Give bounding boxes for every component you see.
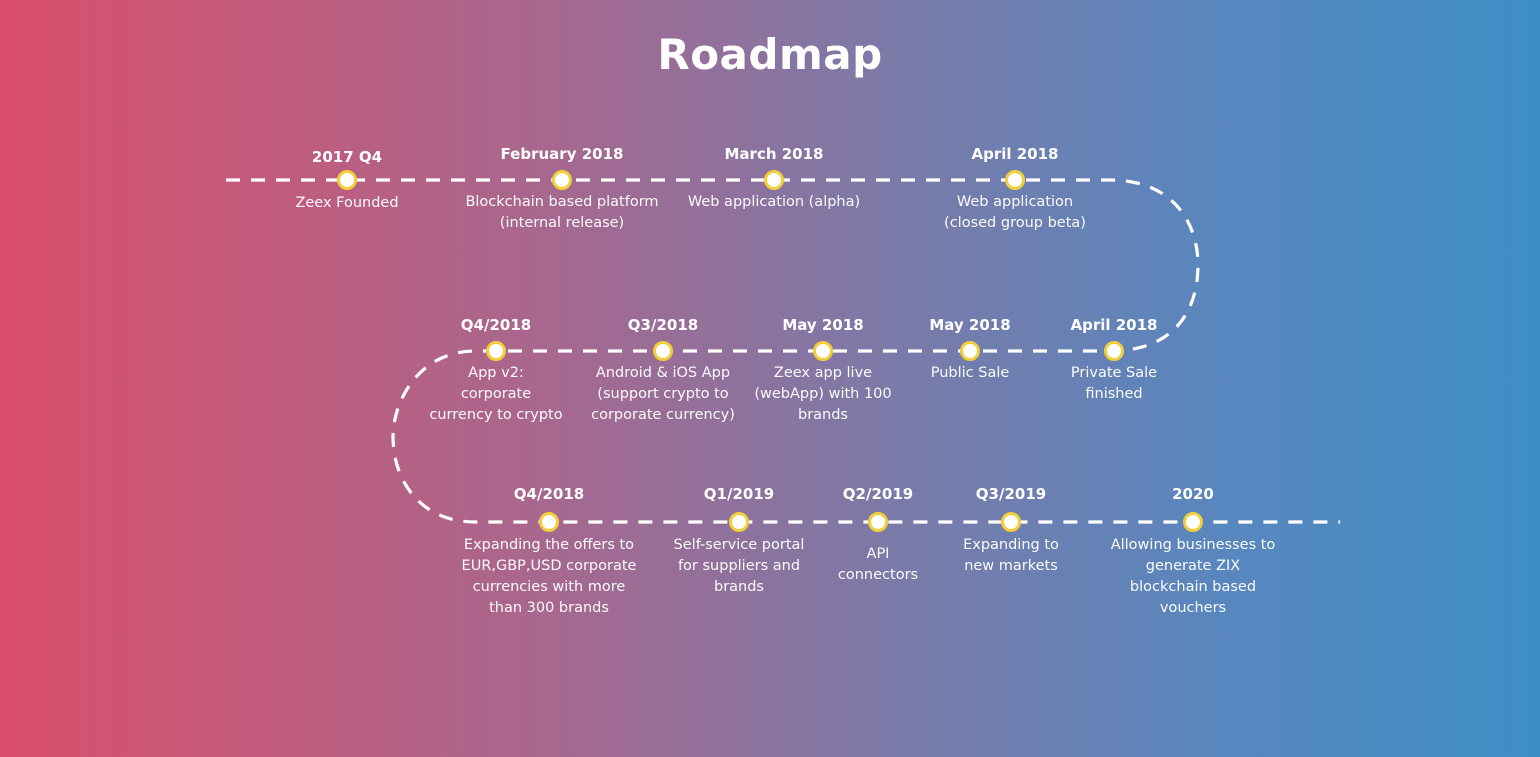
milestone-date: May 2018 [929, 316, 1011, 334]
milestone-date: February 2018 [500, 145, 624, 163]
page-title: Roadmap [657, 30, 883, 79]
milestone-node [337, 170, 357, 190]
milestone-date: Q3/2019 [975, 485, 1047, 503]
milestone-date: Q1/2019 [703, 485, 775, 503]
milestone-node [729, 512, 749, 532]
milestone-description: Allowing businesses to generate ZIX bloc… [1110, 537, 1276, 616]
milestone-description: API connectors [837, 546, 919, 583]
milestone-description: Zeex app live (webApp) with 100 brands [754, 365, 892, 423]
milestone-description: App v2: corporate currency to crypto [429, 365, 563, 423]
milestone-date: 2017 Q4 [311, 148, 383, 166]
milestone-date: Q3/2018 [627, 316, 699, 334]
milestone-node [1001, 512, 1021, 532]
milestone-date: Q4/2018 [513, 485, 585, 503]
milestone-node [813, 341, 833, 361]
milestone-date: 2020 [1172, 485, 1214, 503]
milestone-date: April 2018 [1070, 316, 1158, 334]
milestone-description: Private Sale finished [1070, 365, 1158, 402]
milestone-description: Web application (closed group beta) [944, 194, 1086, 231]
milestone-date: May 2018 [782, 316, 864, 334]
milestone-node [1005, 170, 1025, 190]
milestone-date: April 2018 [971, 145, 1059, 163]
milestone-date: Q4/2018 [460, 316, 532, 334]
milestone-node [1183, 512, 1203, 532]
milestone-description: Public Sale [930, 365, 1010, 381]
milestone-date: March 2018 [724, 145, 824, 163]
roadmap-dashed-path [226, 178, 1340, 524]
milestone-node [1104, 341, 1124, 361]
milestone-node [868, 512, 888, 532]
milestone-description: Web application (alpha) [687, 194, 861, 210]
milestone-node [764, 170, 784, 190]
milestone-description: Blockchain based platform (internal rele… [465, 194, 659, 231]
milestone-description: Zeex Founded [295, 195, 399, 211]
milestone-node [539, 512, 559, 532]
milestone-description: Android & iOS App (support crypto to cor… [591, 365, 735, 423]
milestone-date: Q2/2019 [842, 485, 914, 503]
milestone-description: Expanding the offers to EUR,GBP,USD corp… [461, 537, 637, 616]
milestone-description: Expanding to new markets [963, 537, 1059, 574]
milestone-node [960, 341, 980, 361]
milestone-node [486, 341, 506, 361]
milestone-description: Self-service portal for suppliers and br… [673, 537, 805, 595]
milestone-node [552, 170, 572, 190]
milestone-node [653, 341, 673, 361]
